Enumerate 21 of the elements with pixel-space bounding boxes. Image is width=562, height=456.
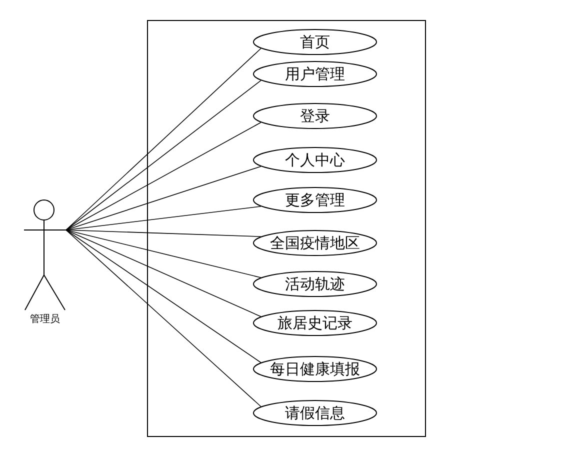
association-line [66, 230, 262, 238]
association-line [66, 122, 262, 230]
use-case-ellipse: 登录 [253, 103, 377, 129]
association-line [66, 48, 262, 230]
use-case-ellipse: 更多管理 [253, 187, 377, 213]
association-line [66, 166, 262, 230]
use-case-ellipse: 用户管理 [253, 61, 377, 87]
association-line [66, 230, 262, 408]
use-case-ellipse: 请假信息 [253, 400, 377, 426]
use-case-ellipse: 每日健康填报 [253, 356, 377, 382]
association-line [66, 230, 262, 318]
use-case-ellipse: 活动轨迹 [253, 271, 377, 297]
use-case-ellipse: 全国疫情地区 [253, 230, 377, 256]
system-boundary [147, 20, 426, 437]
association-line [66, 80, 262, 230]
use-case-ellipse: 首页 [253, 29, 377, 55]
actor-label: 管理员 [29, 314, 61, 326]
association-line [66, 230, 262, 364]
association-line [66, 230, 262, 278]
use-case-ellipse: 旅居史记录 [253, 310, 377, 336]
use-case-ellipse: 个人中心 [253, 147, 377, 173]
